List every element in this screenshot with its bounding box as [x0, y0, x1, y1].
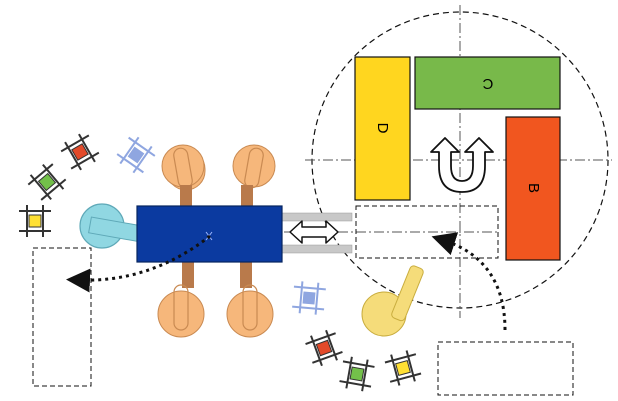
rail-upper [279, 212, 353, 222]
track-marker-blue-top [116, 136, 156, 174]
track-marker-green-top [27, 163, 67, 201]
track-marker-yellow-top [19, 205, 51, 237]
station-c-block [414, 56, 561, 110]
robot-leg-top-right [232, 144, 276, 209]
rotate-arrows-icon [430, 137, 494, 193]
robot-leg-top-left [161, 144, 206, 209]
station-d-block [354, 56, 411, 201]
robot-leg-bottom-left [157, 258, 205, 338]
station-d: D [354, 56, 411, 201]
track-marker-red-top [60, 133, 100, 171]
station-b-label: B [525, 183, 542, 193]
dotted-arrow-icon [66, 234, 211, 293]
robot-body [136, 205, 283, 263]
station-d-label: D [374, 123, 391, 134]
empty-slot-bottom-right [437, 341, 574, 396]
station-c: C [414, 56, 561, 110]
gripper-arm [361, 265, 424, 337]
empty-slot-table [355, 205, 499, 259]
dotted-arrow-icon-2 [431, 232, 507, 331]
station-b-block [505, 116, 561, 261]
empty-slot-left [32, 247, 92, 387]
station-c-label: C [482, 75, 493, 92]
track-marker-red-bottom [305, 329, 343, 367]
track-marker-blue-bottom [292, 281, 326, 315]
station-b: B [505, 116, 561, 261]
double-arrow-icon [289, 220, 339, 244]
robot-leg-bottom-right [226, 258, 274, 338]
track-marker-yellow-bottom [384, 350, 422, 386]
track-marker-green-bottom [339, 356, 375, 392]
rail-lower [279, 244, 353, 254]
